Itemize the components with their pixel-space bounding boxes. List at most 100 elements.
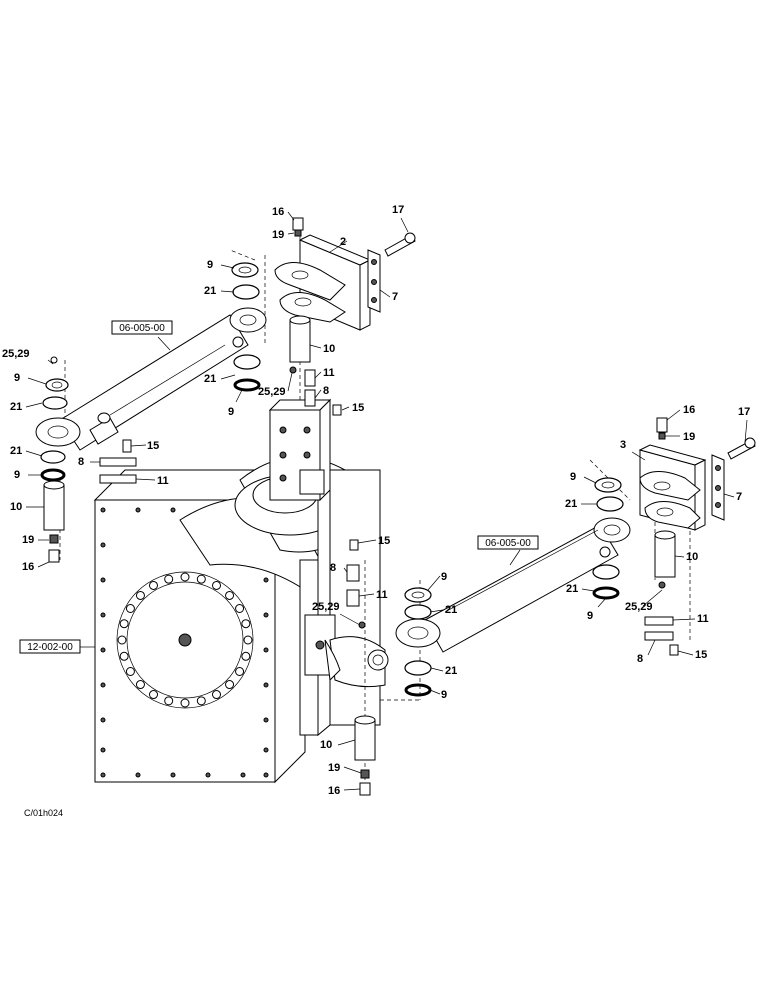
bolt-hole [125,667,135,676]
bolt-hole [225,680,235,690]
callout-9: 9 [587,610,593,622]
frame-plate [93,468,307,784]
leader-line [309,344,322,349]
left-hydraulic-cylinder [35,307,267,451]
edge-hole [263,682,269,688]
leader-line [744,419,748,443]
callout-16: 16 [22,561,34,573]
leader-line [583,476,597,484]
leader-line [430,667,444,672]
callout-19: 19 [683,431,695,443]
bolt-hole [241,619,251,629]
leader-line [343,567,348,573]
bolt-hole [212,580,221,590]
frame-bolt-circle [117,572,253,708]
callout-9: 9 [441,571,447,583]
callout-21: 21 [10,401,22,413]
leader-line [337,739,356,746]
ref-box-frame: 12-002-00 [19,639,81,654]
callout-11: 11 [323,367,335,379]
bolt-hole [117,635,127,645]
leader-line [379,289,391,298]
edge-hole [205,772,211,778]
callout-3: 3 [620,439,626,451]
callout-25-29: 25,29 [2,348,30,360]
leader-line [27,377,47,385]
leader-line [358,593,375,597]
callout-7: 7 [392,291,398,303]
bolt-hole [196,696,206,706]
ref-label-cyl-right: 06-005-00 [485,538,531,549]
edge-hole [170,507,176,513]
leader-line [287,211,295,221]
callout-8: 8 [330,562,336,574]
callout-8: 8 [78,456,84,468]
bolt-hole [212,690,221,700]
bolt-hole [196,574,206,584]
bolt-hole [180,698,190,708]
bolt-hole [164,696,174,706]
leader-line [723,493,735,498]
leader-line [157,336,171,351]
callout-8: 8 [637,653,643,665]
leader-line [314,371,322,379]
bolt-hole [135,590,145,600]
leader-line [642,589,663,607]
callout-21: 21 [204,373,216,385]
callout-25-29: 25,29 [312,601,340,613]
edge-hole [100,507,106,513]
bolt-hole [235,667,245,676]
edge-hole [100,577,106,583]
leader-line [674,555,685,558]
upper-bracket-2 [274,217,416,416]
left-loose-parts [40,356,69,563]
upper-left-rings [231,262,261,392]
leader-line [357,539,377,544]
edge-hole [100,747,106,753]
bolt-hole [241,651,251,661]
callout-15: 15 [147,440,159,452]
leader-line [666,409,681,421]
callout-labels: 16 19 2 17 9 7 21 10 25,29 9 21 11 25,29… [2,204,750,797]
callout-10: 10 [320,739,332,751]
callout-10: 10 [686,551,698,563]
callout-9: 9 [207,259,213,271]
center-upper-bracket [268,398,332,502]
callout-25-29: 25,29 [258,386,286,398]
leader-line [509,549,521,566]
upper-bracket-3 [594,417,756,656]
callout-leader-lines [25,211,748,791]
leader-line [220,290,235,293]
callout-11: 11 [697,613,709,625]
leader-line [341,406,350,411]
callout-15: 15 [695,649,707,661]
callout-19: 19 [22,534,34,546]
edge-hole [100,612,106,618]
callout-7: 7 [736,491,742,503]
bolt-hole [235,604,245,613]
callout-10: 10 [323,343,335,355]
bolt-hole [149,690,158,700]
ref-box-cyl-left: 06-005-00 [111,320,173,335]
callout-21: 21 [445,604,457,616]
leader-line [329,240,348,253]
edge-hole [263,772,269,778]
right-hydraulic-cylinder [395,517,631,653]
callout-19: 19 [272,229,284,241]
edge-hole [263,577,269,583]
callout-21: 21 [566,583,578,595]
bolt-hole [125,604,135,613]
ref-box-cyl-right: 06-005-00 [477,535,539,550]
leader-line [343,766,362,774]
callout-21: 21 [445,665,457,677]
leader-line [287,232,295,235]
bolt-hole [180,572,190,582]
callout-11: 11 [157,475,169,487]
center-loose-parts [99,439,376,796]
ref-label-frame: 12-002-00 [27,642,73,653]
bolt-hole [135,680,145,690]
edge-hole [100,647,106,653]
leader-line [220,264,235,269]
leader-line [597,597,607,608]
